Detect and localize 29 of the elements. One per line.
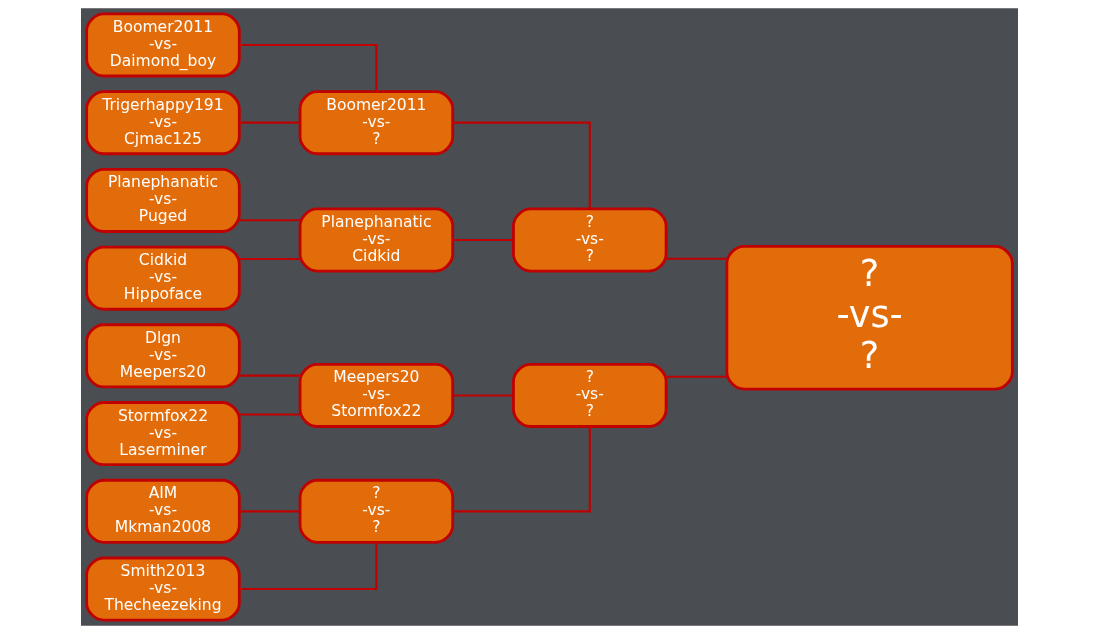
connector	[665, 375, 726, 378]
connector	[452, 121, 591, 209]
node-box: Meepers20 -vs- Stormfox22	[298, 362, 454, 428]
connector	[452, 427, 591, 513]
node-box: AIM -vs- Mkman2008	[84, 478, 241, 544]
node-box: Boomer2011 -vs- Daimond_boy	[84, 12, 241, 78]
node-box: ? -vs- ?	[511, 207, 667, 273]
node-box: Trigerhappy191 -vs- Cjmac125	[84, 90, 241, 156]
node-box: ? -vs- ?	[511, 362, 667, 428]
connector	[665, 257, 726, 260]
node-box: Stormfox22 -vs- Laserminer	[84, 401, 241, 467]
connector	[238, 121, 300, 124]
node-box: ? -vs- ?	[724, 244, 1014, 391]
node-box: Cidkid -vs- Hippoface	[84, 245, 241, 311]
connector	[238, 510, 300, 513]
node-box: Planephanatic -vs- Cidkid	[298, 207, 454, 273]
connector	[238, 542, 377, 591]
connector	[238, 374, 300, 377]
node-box: Smith2013 -vs- Thecheezeking	[84, 556, 241, 622]
connector	[452, 238, 513, 242]
connector	[238, 219, 300, 222]
node-box: Boomer2011 -vs- ?	[298, 90, 454, 156]
connector	[238, 413, 300, 416]
node-box: ? -vs- ?	[298, 478, 454, 544]
connector	[238, 43, 377, 92]
node-box: Planephanatic -vs- Puged	[84, 167, 241, 233]
connector	[238, 258, 300, 261]
node-box: Dlgn -vs- Meepers20	[84, 323, 241, 389]
connector	[452, 394, 513, 397]
